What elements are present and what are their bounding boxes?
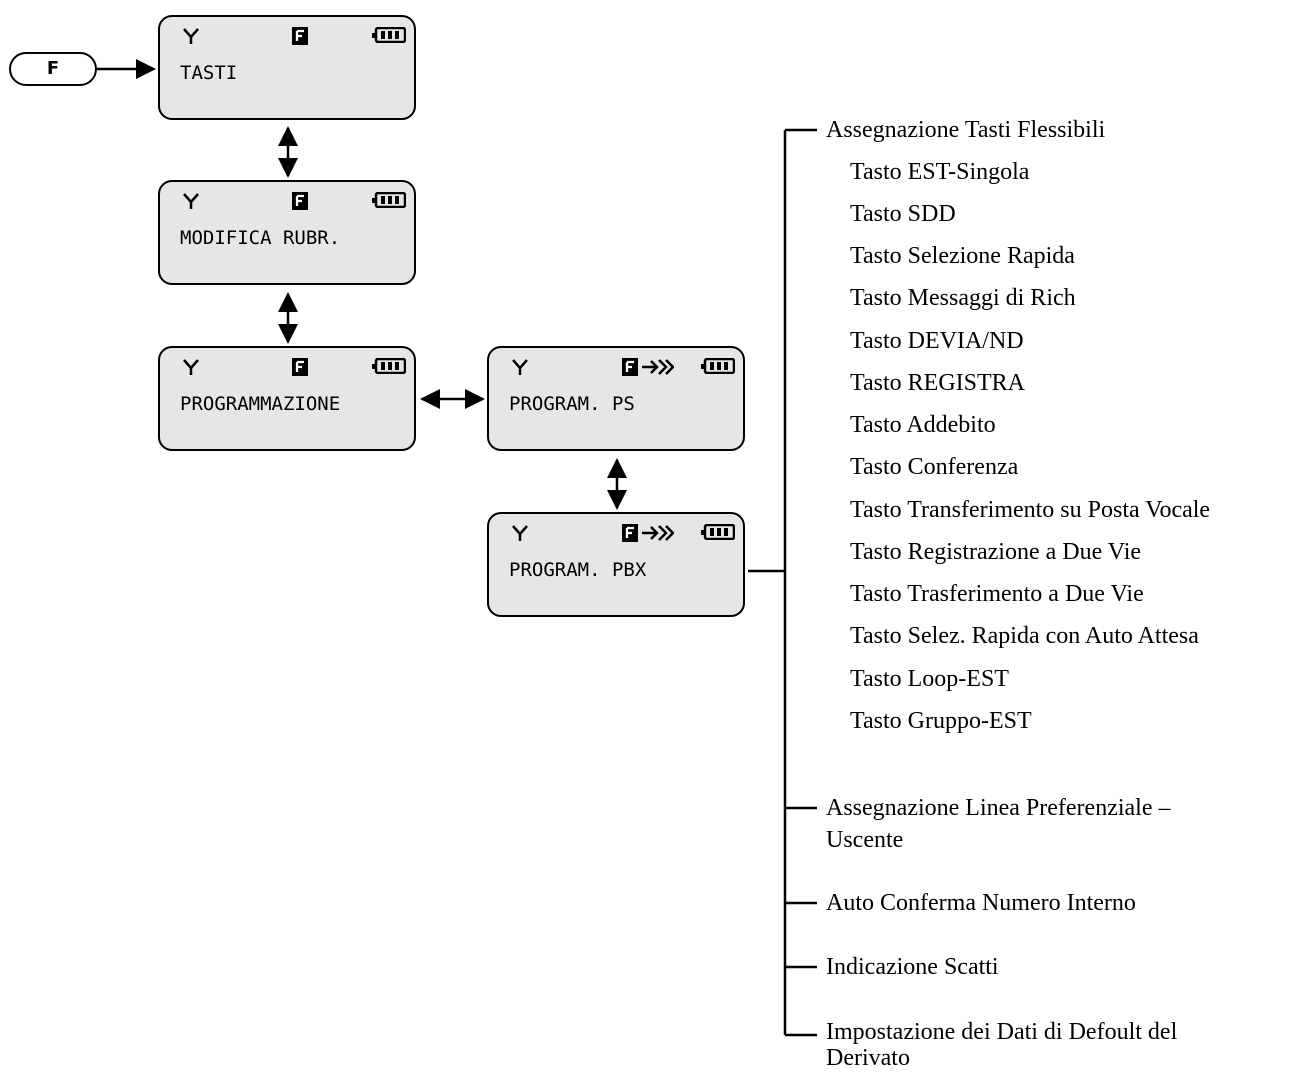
menu-item[interactable]: Tasto Loop-EST xyxy=(850,666,1009,692)
lcd-text: PROGRAMMAZIONE xyxy=(180,393,341,415)
f-mode-icon xyxy=(292,358,308,376)
menu-item[interactable]: Tasto Conferenza xyxy=(850,454,1019,480)
antenna-icon xyxy=(183,359,199,375)
menu-item[interactable]: Tasto Addebito xyxy=(850,412,996,438)
f-mode-icon xyxy=(292,27,308,45)
menu-item[interactable]: Tasto Selezione Rapida xyxy=(850,243,1075,269)
antenna-icon xyxy=(183,193,199,209)
f-mode-icon xyxy=(622,524,638,542)
battery-icon xyxy=(701,358,735,374)
menu-heading-flex-keys[interactable]: Assegnazione Tasti Flessibili xyxy=(826,117,1106,143)
menu-line: Assegnazione Linea Preferenziale – xyxy=(826,795,1171,821)
lcd-text: PROGRAM. PBX xyxy=(509,559,647,581)
menu-item[interactable]: Tasto REGISTRA xyxy=(850,370,1025,396)
menu-item[interactable]: Tasto Transferimento su Posta Vocale xyxy=(850,497,1211,523)
menu-item[interactable]: Tasto SDD xyxy=(850,201,956,227)
battery-icon xyxy=(372,192,406,208)
f-mode-icon xyxy=(292,192,308,210)
enter-arrow-icon xyxy=(642,359,674,375)
lcd-text: MODIFICA RUBR. xyxy=(180,227,341,249)
antenna-icon xyxy=(512,525,528,541)
battery-icon xyxy=(372,358,406,374)
menu-item[interactable]: Tasto EST-Singola xyxy=(850,159,1030,185)
menu-heading-charge-indication[interactable]: Indicazione Scatti xyxy=(826,954,999,980)
lcd-text: TASTI xyxy=(180,62,238,84)
antenna-icon xyxy=(512,359,528,375)
enter-arrow-icon xyxy=(642,525,674,541)
menu-item[interactable]: Tasto Trasferimento a Due Vie xyxy=(850,581,1144,607)
menu-heading-auto-confirm[interactable]: Auto Conferma Numero Interno xyxy=(826,890,1136,916)
menu-item[interactable]: Tasto Selez. Rapida con Auto Attesa xyxy=(850,623,1199,649)
antenna-icon xyxy=(183,28,199,44)
lcd-screen-tasti: TASTI xyxy=(158,15,416,120)
menu-line: Impostazione dei Dati di Defoult del xyxy=(826,1019,1178,1045)
f-key-button[interactable]: F xyxy=(9,52,97,86)
menu-line: Uscente xyxy=(826,827,904,853)
menu-line: Derivato xyxy=(826,1045,910,1071)
menu-item[interactable]: Tasto DEVIA/ND xyxy=(850,328,1024,354)
lcd-screen-programmazione: PROGRAMMAZIONE xyxy=(158,346,416,451)
lcd-screen-program-ps: PROGRAM. PS xyxy=(487,346,745,451)
battery-icon xyxy=(372,27,406,43)
lcd-text: PROGRAM. PS xyxy=(509,393,635,415)
menu-heading-line-pref[interactable]: Assegnazione Linea Preferenziale – Uscen… xyxy=(826,794,1171,854)
lcd-screen-program-pbx: PROGRAM. PBX xyxy=(487,512,745,617)
menu-item[interactable]: Tasto Messaggi di Rich xyxy=(850,285,1076,311)
menu-item[interactable]: Tasto Gruppo-EST xyxy=(850,708,1032,734)
battery-icon xyxy=(701,524,735,540)
menu-heading-defaults[interactable]: Impostazione dei Dati di Defoult del Der… xyxy=(826,1018,1177,1072)
menu-item[interactable]: Tasto Registrazione a Due Vie xyxy=(850,539,1142,565)
lcd-screen-modifica: MODIFICA RUBR. xyxy=(158,180,416,285)
f-mode-icon xyxy=(622,358,638,376)
